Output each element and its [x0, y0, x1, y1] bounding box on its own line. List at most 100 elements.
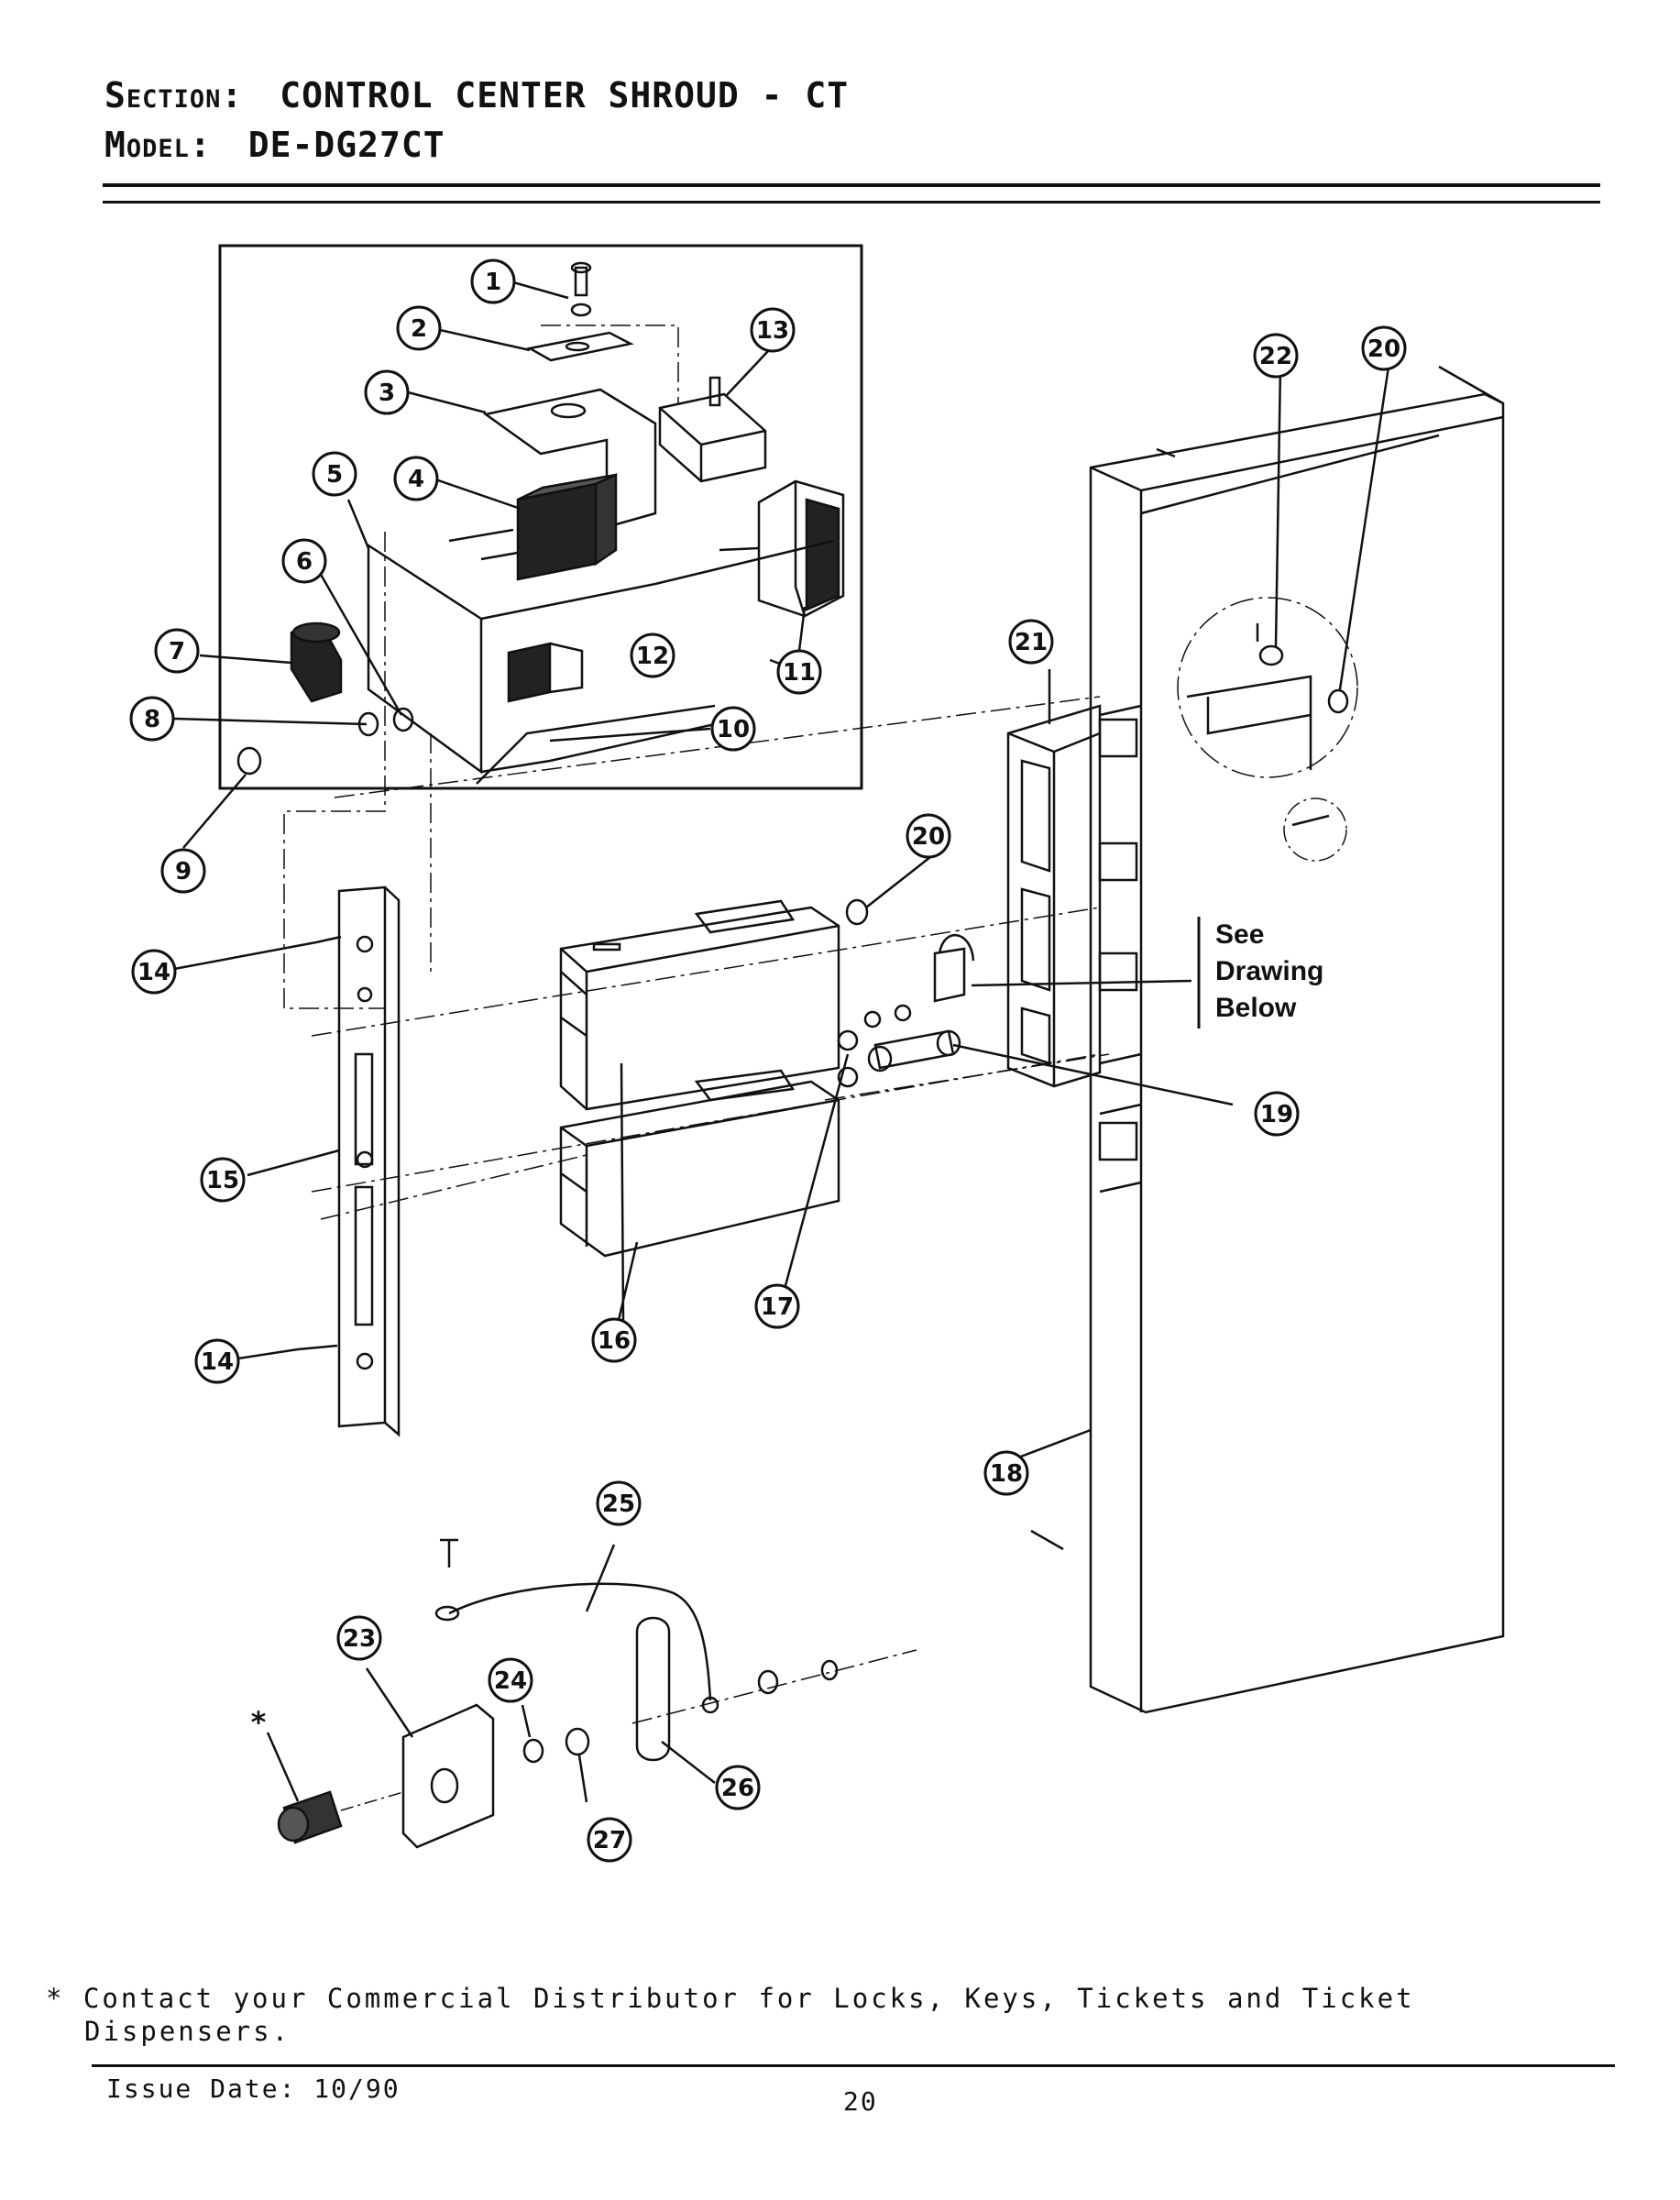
- callout-10-label: 10: [717, 716, 750, 743]
- callout-23: 23: [336, 1615, 382, 1661]
- part-14-screw-lower: [297, 1344, 338, 1351]
- callout-24-label: 24: [494, 1667, 527, 1695]
- see-drawing-line-2: Drawing: [1215, 956, 1324, 986]
- part-13-motor: [658, 376, 767, 483]
- callout-22: 22: [1253, 333, 1299, 379]
- part-16-cash-box-lower: [559, 1069, 840, 1258]
- callout-19-label: 19: [1260, 1101, 1293, 1128]
- part-4-switch: [448, 473, 618, 581]
- callout-8: 8: [129, 696, 175, 742]
- callout-17-label: 17: [761, 1293, 794, 1321]
- callout-2: 2: [396, 305, 442, 351]
- part-21-bracket-frame: [1006, 704, 1102, 1088]
- callout-7-label: 7: [169, 638, 185, 666]
- callout-2-label: 2: [411, 315, 427, 343]
- part-10-flange: [476, 704, 716, 785]
- callout-20-center-label: 20: [912, 823, 945, 851]
- control-assembly-inset-box: [218, 244, 863, 790]
- lock-bracket-detail: [933, 934, 975, 1003]
- part-22-inset-detail: [1177, 597, 1358, 862]
- callout-18: 18: [983, 1450, 1029, 1496]
- model-label: Model:: [104, 125, 212, 165]
- footer-rule: [92, 2064, 1615, 2067]
- part-25-ground-wire: [434, 1538, 719, 1714]
- part-24-washer: [522, 1738, 544, 1764]
- part-2-plate: [526, 331, 634, 362]
- callout-7: 7: [154, 628, 200, 674]
- callout-18-label: 18: [990, 1460, 1023, 1488]
- callout-21: 21: [1008, 619, 1054, 665]
- part-27-nut: [565, 1727, 590, 1756]
- callout-10: 10: [710, 706, 756, 752]
- part-19-latch-bar: [867, 1029, 961, 1072]
- callout-13-label: 13: [756, 317, 789, 345]
- callout-13: 13: [750, 307, 796, 353]
- model-heading: Model: DE-DG27CT: [104, 125, 445, 165]
- callout-11-label: 11: [783, 659, 816, 687]
- callout-8-label: 8: [144, 706, 160, 733]
- part-9-bushing: [236, 746, 262, 776]
- part-20-washer: [845, 898, 869, 926]
- shroud-bottom-screw: [1030, 1529, 1064, 1551]
- callout-23-label: 23: [343, 1625, 376, 1653]
- callout-1-label: 1: [485, 269, 501, 296]
- distributor-footnote: * Contact your Commercial Distributor fo…: [46, 1982, 1622, 2048]
- part-12-relay: [507, 642, 584, 703]
- callout-9: 9: [160, 848, 206, 894]
- callout-26-label: 26: [721, 1775, 754, 1802]
- callout-9-label: 9: [175, 858, 192, 886]
- lock-cylinder: [277, 1790, 404, 1844]
- callout-14-lower-label: 14: [201, 1348, 234, 1376]
- callout-20-right-label: 20: [1367, 336, 1400, 363]
- callout-4-label: 4: [408, 466, 424, 493]
- callout-5-label: 5: [326, 461, 343, 489]
- part-17-nut: [837, 1029, 859, 1051]
- callout-24: 24: [488, 1657, 533, 1703]
- callout-16-label: 16: [598, 1327, 631, 1355]
- callout-15: 15: [200, 1157, 246, 1203]
- callout-19: 19: [1254, 1091, 1300, 1137]
- header-rule-bottom: [103, 201, 1600, 204]
- asterisk-marker: *: [251, 1705, 267, 1740]
- callout-3-label: 3: [379, 380, 395, 407]
- callout-3: 3: [364, 369, 410, 415]
- part-6-washer: [392, 707, 414, 732]
- part-16-cash-box-upper: [559, 899, 840, 1111]
- part-23-lock-plate: [401, 1703, 495, 1849]
- callout-5: 5: [312, 451, 357, 497]
- part-7-knob: [290, 622, 343, 703]
- page-number: 20: [843, 2086, 878, 2117]
- callout-12: 12: [630, 632, 675, 678]
- callout-14-upper: 14: [131, 949, 177, 995]
- footnote-line-1: * Contact your Commercial Distributor fo…: [46, 1983, 1415, 2014]
- callout-6-label: 6: [296, 548, 313, 576]
- callout-11: 11: [776, 649, 822, 695]
- callout-17: 17: [754, 1283, 800, 1329]
- part-14-screw-upper: [315, 935, 342, 944]
- part-3-bracket: [482, 388, 657, 529]
- part-11-timer: [719, 479, 845, 618]
- model-number: DE-DG27CT: [247, 125, 445, 165]
- part-20-washer-inset: [1327, 688, 1349, 714]
- callout-4: 4: [393, 456, 439, 501]
- callout-16: 16: [591, 1317, 637, 1363]
- part-15-mounting-strip: [337, 886, 401, 1437]
- see-drawing-line-3: Below: [1215, 993, 1297, 1023]
- callout-20-right: 20: [1361, 325, 1407, 371]
- callout-20-center: 20: [906, 813, 951, 859]
- issue-date: Issue Date: 10/90: [106, 2074, 401, 2104]
- part-26-cam: [635, 1616, 671, 1762]
- callout-27: 27: [587, 1817, 632, 1863]
- callout-12-label: 12: [636, 643, 669, 670]
- callout-1: 1: [470, 258, 516, 304]
- callout-21-label: 21: [1015, 629, 1048, 656]
- section-title: CONTROL CENTER SHROUD - CT: [280, 75, 850, 116]
- callout-14-lower: 14: [194, 1338, 240, 1384]
- part-1-screw: [570, 261, 592, 317]
- callout-27-label: 27: [593, 1827, 626, 1854]
- callout-22-label: 22: [1259, 343, 1292, 370]
- header-rule-top: [103, 183, 1600, 187]
- callout-25-label: 25: [602, 1490, 635, 1518]
- part-18-shroud-panel: [1089, 365, 1505, 1714]
